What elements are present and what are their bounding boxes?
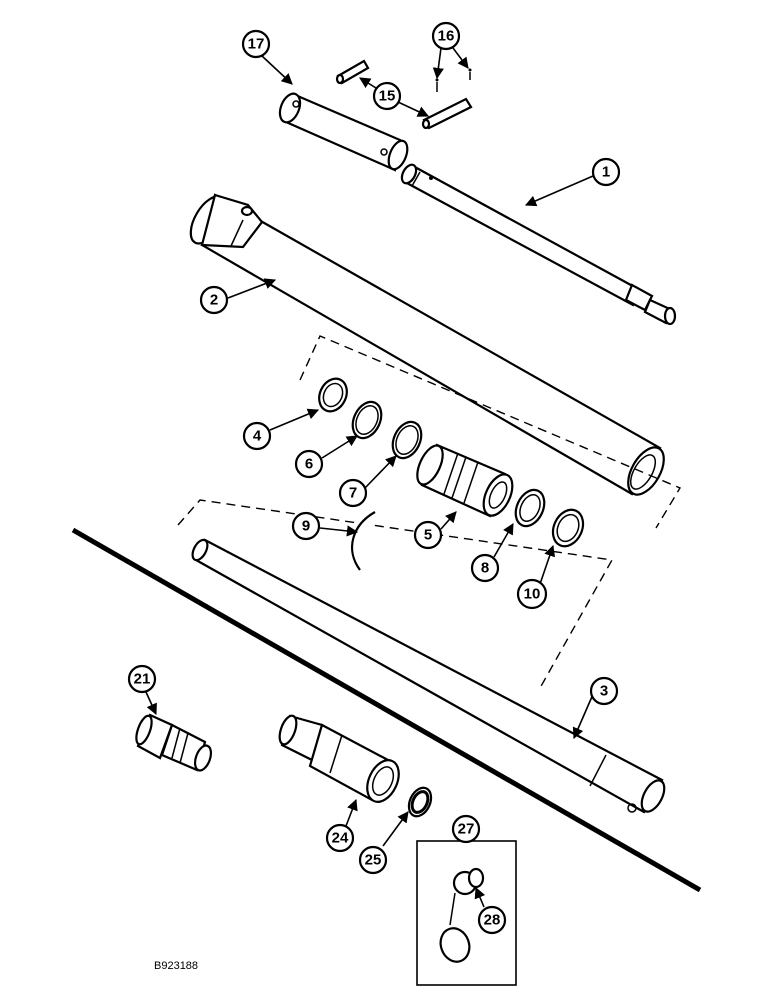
svg-text:4: 4 <box>253 428 262 445</box>
part-7-ring <box>391 420 423 460</box>
callout-5: 5 <box>413 520 443 550</box>
callout-27: 27 <box>451 814 481 844</box>
figure-code: B923188 <box>154 960 199 972</box>
svg-text:1: 1 <box>602 164 610 181</box>
svg-text:8: 8 <box>481 560 489 577</box>
part-5-piston <box>416 443 514 518</box>
callout-9: 9 <box>291 511 321 541</box>
svg-text:7: 7 <box>349 485 357 502</box>
callout-17: 17 <box>241 29 271 59</box>
svg-text:3: 3 <box>600 683 608 700</box>
callout-2: 2 <box>199 285 229 315</box>
part-25-seal <box>407 786 433 818</box>
part-9-snap-ring <box>351 511 376 571</box>
callout-3: 3 <box>589 676 619 706</box>
callout-8: 8 <box>470 553 500 583</box>
section-divider-line <box>71 527 702 893</box>
svg-text:10: 10 <box>524 586 541 603</box>
callout-25: 25 <box>358 845 388 875</box>
svg-text:24: 24 <box>332 830 349 847</box>
callout-1: 1 <box>591 157 621 187</box>
svg-text:9: 9 <box>302 518 310 535</box>
part-4-ring <box>318 377 348 413</box>
svg-text:27: 27 <box>458 821 475 838</box>
callout-24: 24 <box>325 823 355 853</box>
part-1-rod <box>400 163 677 326</box>
part-6-ring <box>351 400 383 440</box>
part-3-tube <box>191 538 666 814</box>
part-28-cap <box>439 867 485 963</box>
callout-6: 6 <box>294 449 324 479</box>
seal-kit-boundary-lower <box>177 499 614 689</box>
part-16-cotter-pins <box>435 68 472 92</box>
callout-28: 28 <box>477 905 507 935</box>
seal-kit-boundary-upper <box>299 335 682 529</box>
svg-text:6: 6 <box>305 456 313 473</box>
part-21-coupler <box>135 713 213 772</box>
part-24-coupler <box>278 714 400 803</box>
svg-text:25: 25 <box>365 852 382 869</box>
part-15-pins <box>335 59 473 130</box>
svg-text:21: 21 <box>134 671 151 688</box>
callout-4: 4 <box>242 421 272 451</box>
svg-text:15: 15 <box>379 88 396 105</box>
part-2-barrel <box>189 193 665 496</box>
part-17-yoke <box>278 92 409 172</box>
callout-21: 21 <box>127 664 157 694</box>
svg-text:5: 5 <box>424 527 432 544</box>
svg-text:17: 17 <box>248 36 265 53</box>
callout-10: 10 <box>516 578 548 610</box>
callout-15: 15 <box>372 81 402 111</box>
part-10-ring <box>551 508 585 548</box>
callout-16: 16 <box>431 21 461 51</box>
callout-7: 7 <box>338 478 368 508</box>
svg-text:16: 16 <box>438 28 455 45</box>
svg-text:2: 2 <box>210 292 218 309</box>
part-8-ring <box>514 488 546 528</box>
svg-text:28: 28 <box>484 912 501 929</box>
